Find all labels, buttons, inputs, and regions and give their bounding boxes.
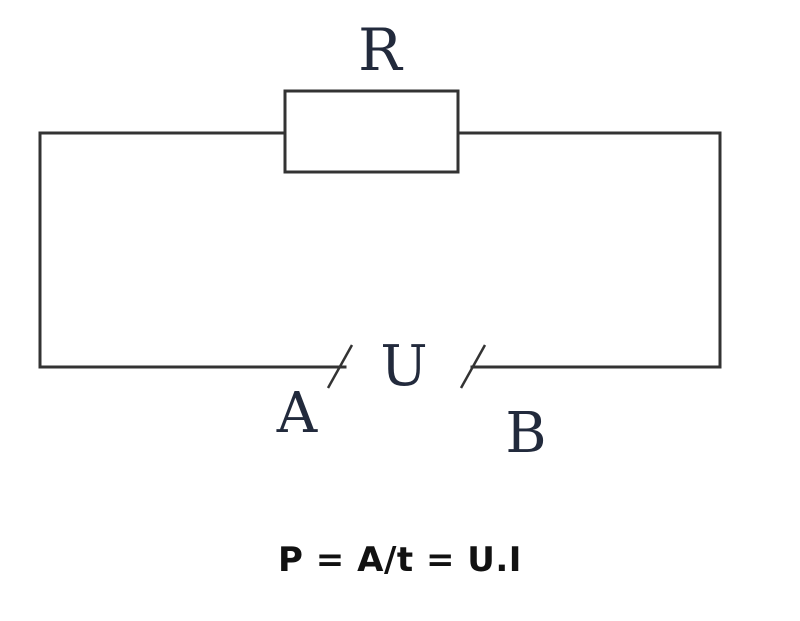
terminal-b-label: B <box>505 401 546 466</box>
terminal-b-tick <box>459 344 487 389</box>
resistor <box>283 89 460 174</box>
power-formula: P = A/t = U.I <box>278 540 522 580</box>
voltage-label: U <box>380 334 427 399</box>
terminal-a-label: A <box>276 381 318 446</box>
terminal-a-tick <box>326 344 354 389</box>
resistor-label: R <box>358 16 404 84</box>
